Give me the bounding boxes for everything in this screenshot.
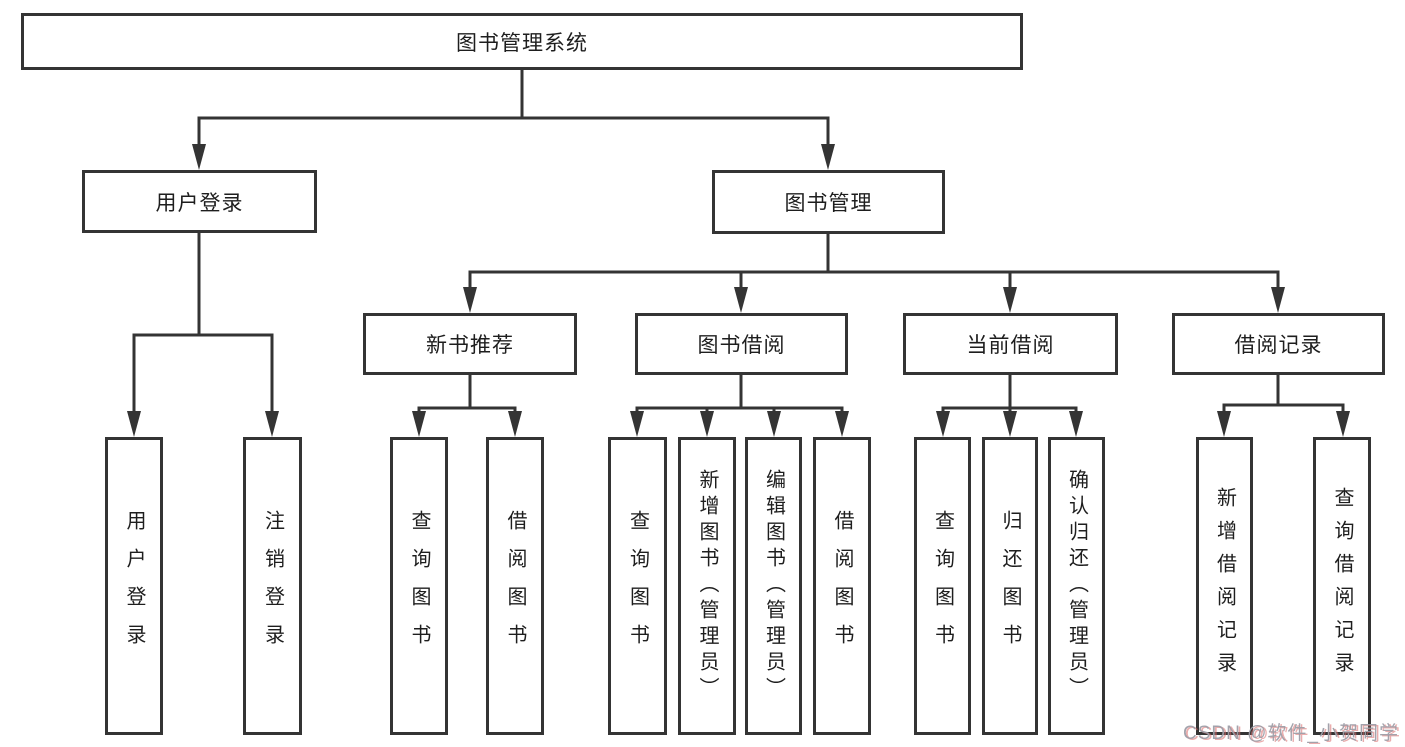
node-book-borrowing-label: 图书借阅 <box>697 334 786 357</box>
leaf-logout: 注销登录 <box>243 437 302 735</box>
leaf-borrow-edit-books-admin: 编辑图书（管理员） <box>745 437 802 735</box>
leaf-newrec-query-books: 查询图书 <box>390 437 448 735</box>
leaf-records-query-borrow-record-label: 查询借阅记录 <box>1331 487 1353 685</box>
node-current-borrowing: 当前借阅 <box>903 313 1118 375</box>
leaf-borrow-edit-books-admin-label: 编辑图书（管理员） <box>762 469 785 703</box>
leaf-newrec-query-books-label: 查询图书 <box>408 510 430 662</box>
leaf-current-confirm-return-admin: 确认归还（管理员） <box>1048 437 1105 735</box>
leaf-borrow-borrow-books: 借阅图书 <box>813 437 871 735</box>
leaf-borrow-borrow-books-label: 借阅图书 <box>831 510 853 662</box>
leaf-newrec-borrow-books: 借阅图书 <box>486 437 544 735</box>
leaf-current-confirm-return-admin-label: 确认归还（管理员） <box>1065 469 1088 703</box>
node-user-login-label: 用户登录 <box>155 191 244 215</box>
node-root: 图书管理系统 <box>21 13 1023 70</box>
leaf-newrec-borrow-books-label: 借阅图书 <box>504 510 526 662</box>
leaf-logout-label: 注销登录 <box>261 510 284 662</box>
leaf-current-return-books: 归还图书 <box>982 437 1038 735</box>
leaf-current-query-books: 查询图书 <box>914 437 971 735</box>
node-current-borrowing-label: 当前借阅 <box>966 334 1055 357</box>
leaf-borrow-add-books-admin-label: 新增图书（管理员） <box>696 469 718 703</box>
arrowheads <box>127 144 1350 437</box>
watermark: CSDN @软件_小贺同学 <box>1183 723 1399 744</box>
leaf-user-login-label: 用户登录 <box>123 510 145 662</box>
leaf-user-login: 用户登录 <box>105 437 163 735</box>
leaf-current-return-books-label: 归还图书 <box>999 510 1021 662</box>
leaf-current-query-books-label: 查询图书 <box>931 510 954 662</box>
node-new-book-recommendation: 新书推荐 <box>363 313 577 375</box>
node-borrowing-records: 借阅记录 <box>1172 313 1385 375</box>
node-root-label: 图书管理系统 <box>456 31 588 55</box>
node-new-book-recommendation-label: 新书推荐 <box>426 334 514 357</box>
node-borrowing-records-label: 借阅记录 <box>1234 334 1323 357</box>
node-book-borrowing: 图书借阅 <box>635 313 848 375</box>
node-book-management-label: 图书管理 <box>784 192 873 215</box>
node-book-management: 图书管理 <box>712 170 945 234</box>
leaf-records-add-borrow-record: 新增借阅记录 <box>1196 437 1253 735</box>
leaf-records-query-borrow-record: 查询借阅记录 <box>1313 437 1371 735</box>
leaf-borrow-query-books-label: 查询图书 <box>626 510 649 662</box>
leaf-records-add-borrow-record-label: 新增借阅记录 <box>1213 487 1236 685</box>
leaf-borrow-add-books-admin: 新增图书（管理员） <box>678 437 736 735</box>
node-user-login: 用户登录 <box>82 170 317 233</box>
leaf-borrow-query-books: 查询图书 <box>608 437 667 735</box>
